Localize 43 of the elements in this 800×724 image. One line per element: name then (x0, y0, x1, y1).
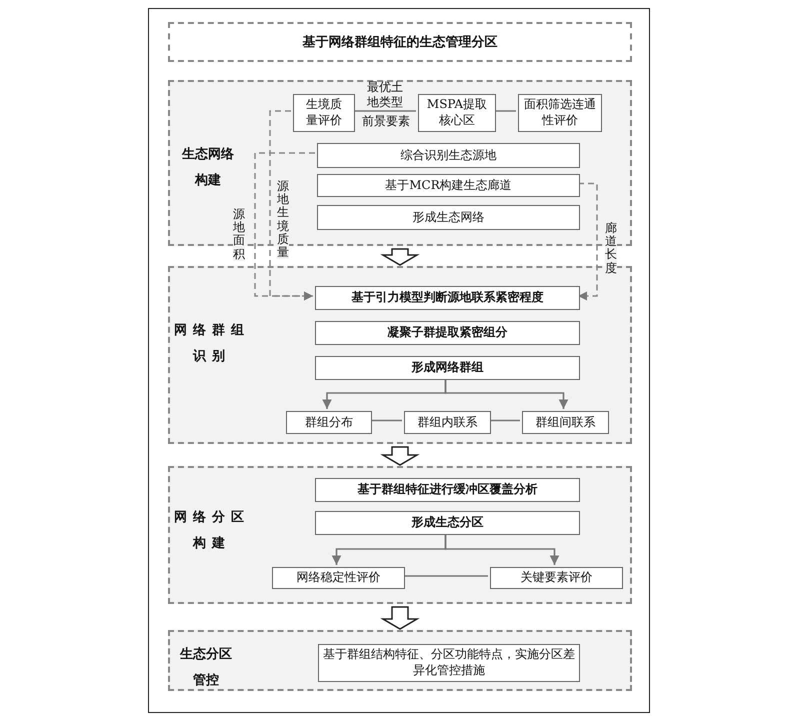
block-arrow (380, 248, 420, 266)
stage-label: 生态分区管控 (178, 646, 233, 690)
process-box: 凝聚子群提取紧密组分 (315, 321, 580, 345)
stage-label: 生态网络构建 (180, 146, 235, 190)
process-box: MSPA提取核心区 (418, 94, 496, 132)
process-box: 形成生态分区 (315, 511, 580, 535)
process-box: 面积筛选连通性评价 (518, 94, 602, 132)
process-box: 群组内联系 (404, 411, 491, 434)
title-band (168, 22, 632, 62)
block-arrow (380, 446, 420, 466)
title-text: 基于网络群组特征的生态管理分区 (302, 34, 498, 51)
stage-panel (168, 630, 632, 691)
process-box: 群组分布 (286, 411, 372, 434)
process-box: 生境质量评价 (293, 94, 355, 132)
edge-label: 源地生境质量 (277, 180, 289, 260)
block-arrow (380, 606, 420, 630)
process-box: 基于引力模型判断源地联系紧密程度 (315, 286, 580, 310)
edge-label: 最优土地类型 (366, 80, 404, 110)
edge-label: 源地面积 (233, 208, 245, 261)
edge-label: 廊道长度 (605, 222, 617, 275)
dashed-arrow (578, 182, 598, 300)
process-box: 群组间联系 (522, 411, 609, 434)
process-box: 关键要素评价 (490, 567, 623, 589)
process-box: 形成网络群组 (315, 356, 580, 380)
connector-line (494, 110, 516, 112)
arrow (444, 378, 568, 409)
connector-line (489, 420, 520, 422)
connector-line (403, 575, 488, 577)
process-box: 综合识别生态源地 (317, 143, 580, 168)
connector-line (353, 110, 416, 112)
stage-panel (168, 466, 632, 604)
process-box: 形成生态网络 (317, 205, 580, 230)
line-annotation: 前景要素 (361, 114, 411, 129)
process-box: 基于MCR构建生态廊道 (317, 174, 580, 197)
connector-line (370, 420, 402, 422)
stage-label: 网络群组识别 (174, 322, 250, 366)
arrow (444, 533, 560, 565)
stage-label: 网络分区构建 (174, 509, 250, 553)
process-box: 网络稳定性评价 (272, 567, 405, 589)
dashed-arrow (254, 152, 315, 300)
process-box: 基于群组结构特征、分区功能特点，实施分区差异化管控措施 (318, 644, 580, 682)
stage-panel (168, 80, 632, 246)
process-box: 基于群组特征进行缓冲区覆盖分析 (315, 478, 580, 502)
